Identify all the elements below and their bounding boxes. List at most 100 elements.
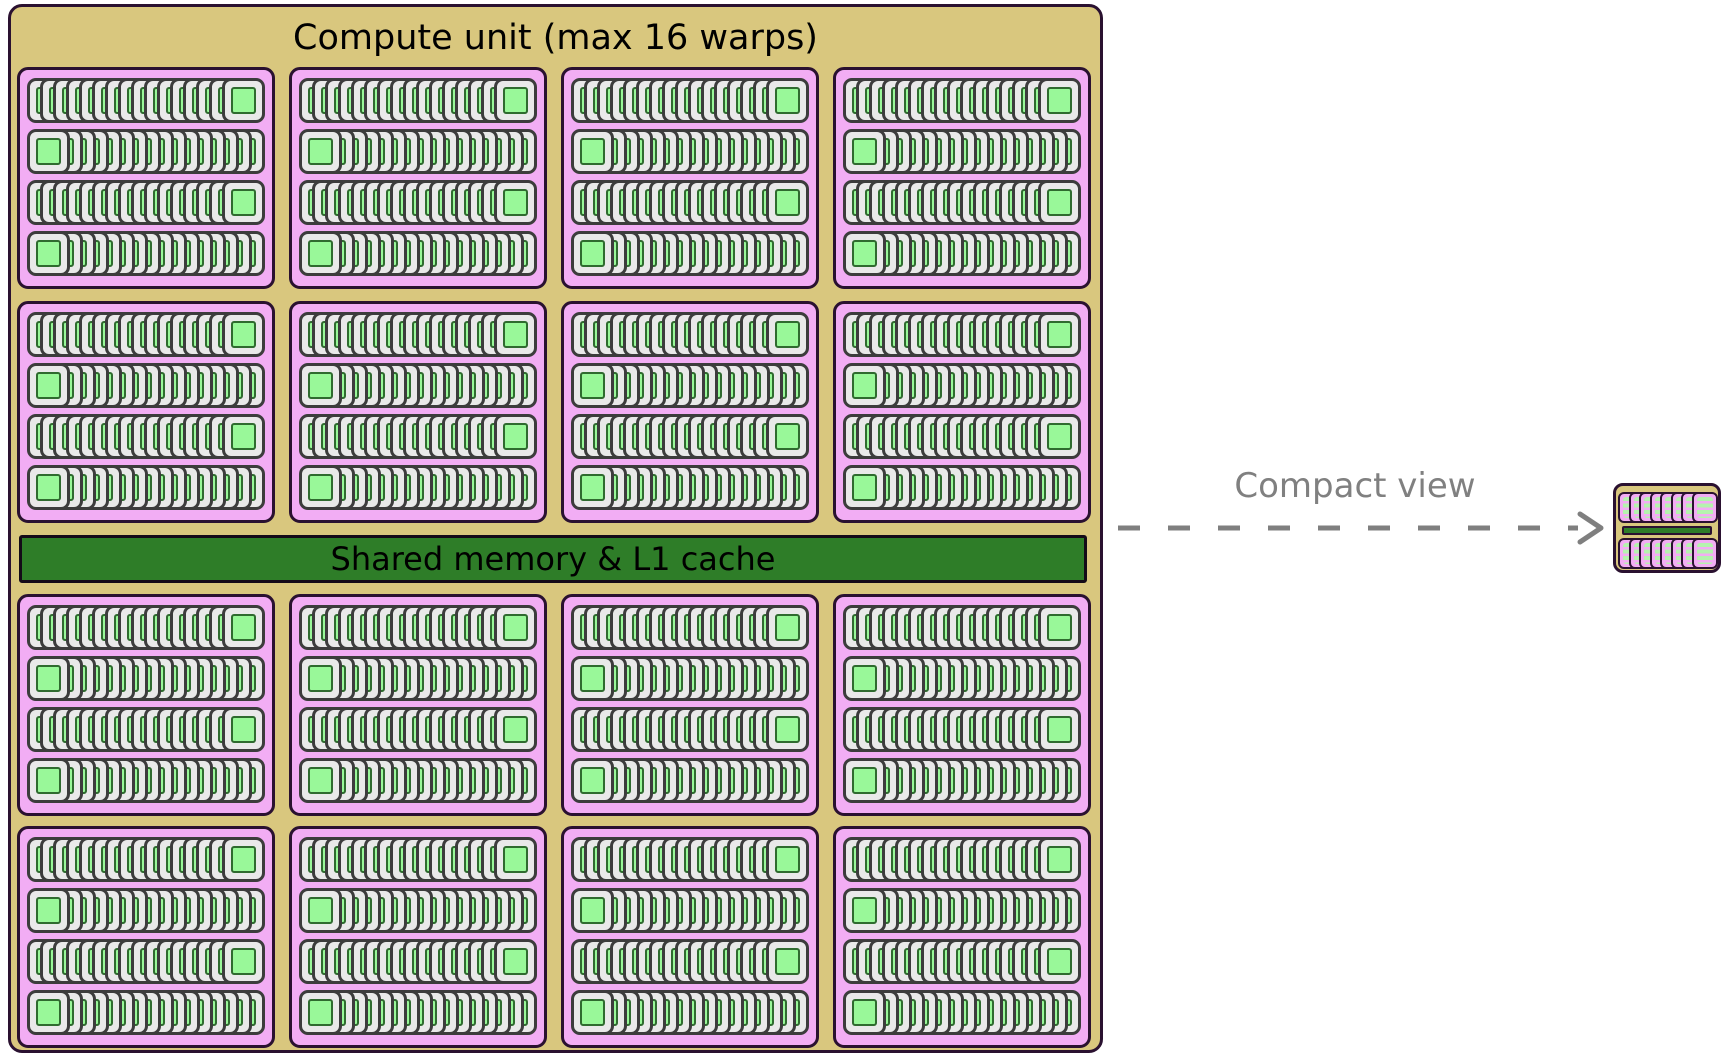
thread-register-square xyxy=(36,372,61,399)
compact-view-label: Compact view xyxy=(1234,466,1476,506)
warp-box xyxy=(17,301,275,523)
thread-register-square xyxy=(1047,614,1072,641)
thread-card xyxy=(571,758,614,803)
thread-register-square xyxy=(775,423,800,450)
thread-register-square xyxy=(1047,423,1072,450)
compact-shared-memory-bar xyxy=(1622,526,1712,535)
thread-card xyxy=(1038,939,1081,984)
thread-card xyxy=(299,231,342,276)
thread-register-square xyxy=(36,897,61,924)
thread-register-square xyxy=(36,240,61,267)
thread-register-square xyxy=(852,767,877,794)
thread-register-square xyxy=(308,767,333,794)
warp-box xyxy=(289,301,547,523)
thread-register-square xyxy=(308,665,333,692)
warp-box xyxy=(561,594,819,816)
compact-warp-card xyxy=(1691,538,1718,569)
thread-card xyxy=(766,707,809,752)
thread-card xyxy=(843,465,886,510)
compact-view-arrow xyxy=(1118,511,1604,545)
thread-register-square xyxy=(775,614,800,641)
thread-card xyxy=(299,758,342,803)
thread-card xyxy=(1038,707,1081,752)
thread-card xyxy=(299,656,342,701)
warp-box xyxy=(17,67,275,289)
compact-thread-stripes xyxy=(1696,497,1713,518)
thread-register-square xyxy=(308,999,333,1026)
thread-card xyxy=(1038,78,1081,123)
thread-card xyxy=(222,414,265,459)
thread-register-square xyxy=(852,240,877,267)
thread-card xyxy=(843,758,886,803)
thread-register-square xyxy=(308,240,333,267)
thread-card xyxy=(494,78,537,123)
thread-card xyxy=(494,414,537,459)
thread-card xyxy=(571,465,614,510)
thread-register-square xyxy=(36,999,61,1026)
thread-card xyxy=(27,231,70,276)
thread-card xyxy=(494,837,537,882)
warp-box xyxy=(833,67,1091,289)
warp-box xyxy=(561,826,819,1048)
thread-card xyxy=(843,231,886,276)
warp-box xyxy=(833,301,1091,523)
thread-card xyxy=(494,312,537,357)
thread-card xyxy=(27,363,70,408)
thread-card xyxy=(222,707,265,752)
thread-register-square xyxy=(36,665,61,692)
thread-register-square xyxy=(503,321,528,348)
thread-register-square xyxy=(1047,948,1072,975)
thread-register-square xyxy=(1047,846,1072,873)
thread-card xyxy=(571,231,614,276)
thread-card xyxy=(494,180,537,225)
arrow-head-icon xyxy=(1577,511,1604,545)
thread-card xyxy=(222,180,265,225)
thread-card xyxy=(571,656,614,701)
thread-card xyxy=(766,78,809,123)
thread-register-square xyxy=(503,423,528,450)
thread-register-square xyxy=(580,372,605,399)
warp-box xyxy=(289,826,547,1048)
thread-register-square xyxy=(231,716,256,743)
thread-register-square xyxy=(1047,87,1072,114)
thread-register-square xyxy=(231,614,256,641)
thread-register-square xyxy=(308,897,333,924)
thread-register-square xyxy=(36,138,61,165)
compact-warp-card xyxy=(1691,492,1718,523)
compute-unit-box: Compute unit (max 16 warps) Shared memor… xyxy=(8,4,1103,1053)
thread-register-square xyxy=(503,716,528,743)
thread-card xyxy=(843,888,886,933)
thread-card xyxy=(27,465,70,510)
warp-box xyxy=(833,594,1091,816)
thread-card xyxy=(299,363,342,408)
thread-register-square xyxy=(852,474,877,501)
thread-register-square xyxy=(308,372,333,399)
thread-card xyxy=(843,656,886,701)
warp-box xyxy=(17,826,275,1048)
thread-card xyxy=(843,990,886,1035)
thread-register-square xyxy=(231,948,256,975)
thread-register-square xyxy=(775,87,800,114)
thread-card xyxy=(766,837,809,882)
thread-register-square xyxy=(308,138,333,165)
thread-register-square xyxy=(503,846,528,873)
thread-card xyxy=(299,465,342,510)
thread-card xyxy=(571,990,614,1035)
thread-card xyxy=(571,363,614,408)
thread-register-square xyxy=(231,189,256,216)
thread-register-square xyxy=(775,716,800,743)
thread-register-square xyxy=(852,999,877,1026)
thread-register-square xyxy=(231,846,256,873)
compute-unit-title: Compute unit (max 16 warps) xyxy=(293,18,818,58)
warp-box xyxy=(17,594,275,816)
thread-card xyxy=(766,180,809,225)
thread-card xyxy=(222,78,265,123)
thread-card xyxy=(222,837,265,882)
thread-register-square xyxy=(775,846,800,873)
thread-card xyxy=(494,707,537,752)
warp-box xyxy=(289,594,547,816)
thread-register-square xyxy=(580,240,605,267)
compact-view-icon xyxy=(1613,483,1721,573)
thread-card xyxy=(494,939,537,984)
thread-card xyxy=(766,939,809,984)
